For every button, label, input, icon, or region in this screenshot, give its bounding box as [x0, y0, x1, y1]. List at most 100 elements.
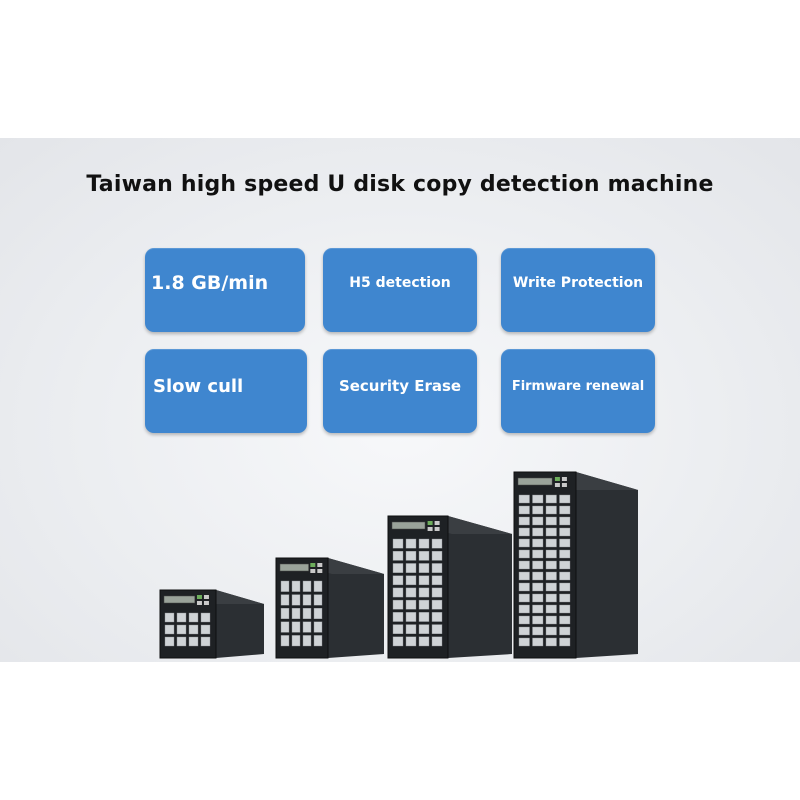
- usb-slot: [431, 538, 443, 549]
- usb-slot: [418, 563, 430, 573]
- usb-slot: [559, 505, 571, 515]
- usb-slot: [559, 538, 571, 548]
- usb-slot: [559, 527, 571, 537]
- usb-slot: [518, 637, 530, 647]
- usb-slot: [418, 624, 430, 634]
- usb-slot: [545, 505, 557, 515]
- usb-slot: [431, 563, 443, 573]
- usb-slot: [532, 494, 544, 504]
- usb-slot: [313, 580, 323, 592]
- usb-slot: [518, 527, 530, 537]
- usb-slot: [392, 612, 404, 622]
- usb-slot: [518, 582, 530, 592]
- usb-slot: [559, 516, 571, 526]
- usb-slot: [545, 637, 557, 647]
- duplicator-small-side: [216, 590, 264, 658]
- duplicator-medium-button: [310, 569, 316, 573]
- duplicator-xlarge-side: [576, 472, 638, 658]
- usb-slot: [431, 587, 443, 598]
- usb-slot: [418, 599, 430, 610]
- usb-slot: [188, 612, 199, 623]
- usb-slot: [532, 505, 544, 515]
- usb-slot: [291, 621, 301, 633]
- usb-slot: [559, 604, 571, 614]
- usb-slot: [545, 571, 557, 581]
- usb-slot: [280, 594, 290, 606]
- duplicator-xlarge-button: [561, 477, 567, 481]
- usb-slot: [532, 637, 544, 647]
- usb-slot: [405, 575, 417, 586]
- usb-slot: [545, 615, 557, 625]
- usb-slot: [559, 637, 571, 647]
- usb-slot: [431, 636, 443, 647]
- usb-slot: [518, 626, 530, 636]
- feature-label: Slow cull: [153, 375, 244, 397]
- usb-slot: [545, 494, 557, 504]
- usb-slot: [302, 608, 312, 620]
- usb-slot: [291, 608, 301, 620]
- usb-slot: [518, 505, 530, 515]
- usb-slot: [176, 636, 187, 647]
- usb-slot: [392, 587, 404, 598]
- usb-slot: [405, 587, 417, 598]
- usb-slot: [559, 571, 571, 581]
- usb-slot: [532, 516, 544, 526]
- usb-slot: [405, 612, 417, 622]
- feature-tile-speed: 1.8 GB/min: [145, 248, 305, 332]
- usb-slot: [518, 494, 530, 504]
- usb-slot: [545, 549, 557, 559]
- duplicator-medium-button: [317, 569, 323, 573]
- feature-tile-security-erase: Security Erase: [323, 349, 477, 433]
- usb-slot: [164, 624, 175, 635]
- usb-slot: [164, 612, 175, 623]
- usb-slot: [431, 612, 443, 622]
- usb-slot: [392, 538, 404, 549]
- usb-slot: [313, 635, 323, 647]
- usb-slot: [545, 593, 557, 603]
- duplicator-large-button: [427, 521, 433, 525]
- duplicator-small-button: [203, 595, 209, 599]
- usb-slot: [200, 624, 211, 635]
- duplicator-xlarge-button: [561, 483, 567, 487]
- usb-slot: [291, 580, 301, 592]
- usb-slot: [280, 580, 290, 592]
- usb-slot: [559, 560, 571, 570]
- usb-slot: [302, 580, 312, 592]
- usb-slot: [545, 538, 557, 548]
- usb-slot: [518, 538, 530, 548]
- usb-slot: [518, 571, 530, 581]
- usb-slot: [280, 621, 290, 633]
- usb-slot: [559, 615, 571, 625]
- duplicator-small-button: [203, 601, 209, 605]
- usb-slot: [532, 560, 544, 570]
- usb-slot: [532, 593, 544, 603]
- duplicator-xlarge-lcd: [517, 477, 553, 486]
- usb-slot: [200, 636, 211, 647]
- usb-slot: [545, 560, 557, 570]
- feature-tile-slow-cull: Slow cull: [145, 349, 307, 433]
- feature-label: Firmware renewal: [511, 378, 645, 394]
- duplicator-large-side: [448, 516, 512, 658]
- duplicator-small-button: [196, 595, 202, 599]
- usb-slot: [313, 608, 323, 620]
- usb-slot: [392, 551, 404, 561]
- usb-slot: [545, 604, 557, 614]
- usb-slot: [431, 624, 443, 634]
- usb-slot: [559, 582, 571, 592]
- usb-slot: [532, 549, 544, 559]
- usb-slot: [431, 575, 443, 586]
- usb-slot: [313, 594, 323, 606]
- usb-slot: [559, 494, 571, 504]
- usb-slot: [280, 608, 290, 620]
- usb-slot: [291, 594, 301, 606]
- usb-slot: [176, 624, 187, 635]
- duplicator-medium-side: [328, 558, 384, 658]
- usb-slot: [405, 636, 417, 647]
- usb-slot: [405, 538, 417, 549]
- usb-slot: [559, 593, 571, 603]
- feature-tile-h5-detection: H5 detection: [323, 248, 477, 332]
- page-title: Taiwan high speed U disk copy detection …: [86, 172, 714, 197]
- usb-slot: [280, 635, 290, 647]
- usb-slot: [559, 549, 571, 559]
- usb-slot: [545, 626, 557, 636]
